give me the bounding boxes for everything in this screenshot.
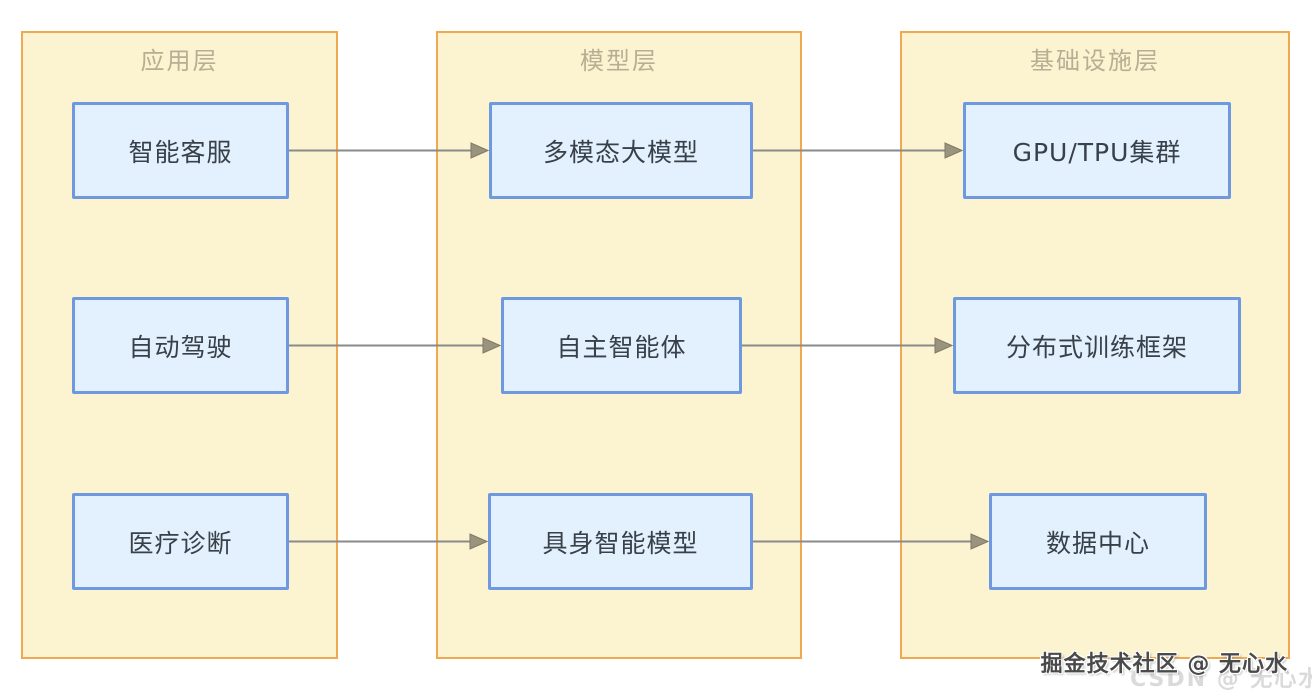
layer-application-title: 应用层 <box>140 47 219 75</box>
node-label: 数据中心 <box>1045 528 1150 558</box>
watermark-juejin: 掘金技术社区 @ 无心水 <box>1040 652 1288 677</box>
node-gpu-tpu-cluster: GPU/TPU集群 <box>963 102 1231 199</box>
node-label: 自动驾驶 <box>128 332 233 362</box>
node-label: 具身智能模型 <box>542 528 699 558</box>
node-smart-customer-service: 智能客服 <box>72 102 289 199</box>
node-label: GPU/TPU集群 <box>1012 137 1182 167</box>
node-autonomous-driving: 自动驾驶 <box>72 297 289 394</box>
node-label: 多模态大模型 <box>542 137 699 167</box>
node-data-center: 数据中心 <box>989 493 1207 590</box>
node-label: 分布式训练框架 <box>1005 332 1188 362</box>
node-autonomous-agent: 自主智能体 <box>501 297 742 394</box>
node-multimodal-large-model: 多模态大模型 <box>489 102 753 199</box>
node-distributed-training-framework: 分布式训练框架 <box>953 297 1241 394</box>
layer-model-title: 模型层 <box>580 47 658 75</box>
layer-infrastructure-title: 基础设施层 <box>1030 47 1160 75</box>
layer-application: 应用层 智能客服 自动驾驶 医疗诊断 <box>21 31 338 659</box>
watermark-csdn: CSDN @ 无心水 <box>1130 667 1312 692</box>
node-label: 智能客服 <box>128 137 233 167</box>
node-medical-diagnosis: 医疗诊断 <box>72 493 289 590</box>
node-label: 自主智能体 <box>556 332 687 362</box>
node-label: 医疗诊断 <box>128 528 233 558</box>
layer-infrastructure: 基础设施层 GPU/TPU集群 分布式训练框架 数据中心 <box>900 31 1290 659</box>
layer-model: 模型层 多模态大模型 自主智能体 具身智能模型 <box>436 31 802 659</box>
node-embodied-ai-model: 具身智能模型 <box>488 493 753 590</box>
